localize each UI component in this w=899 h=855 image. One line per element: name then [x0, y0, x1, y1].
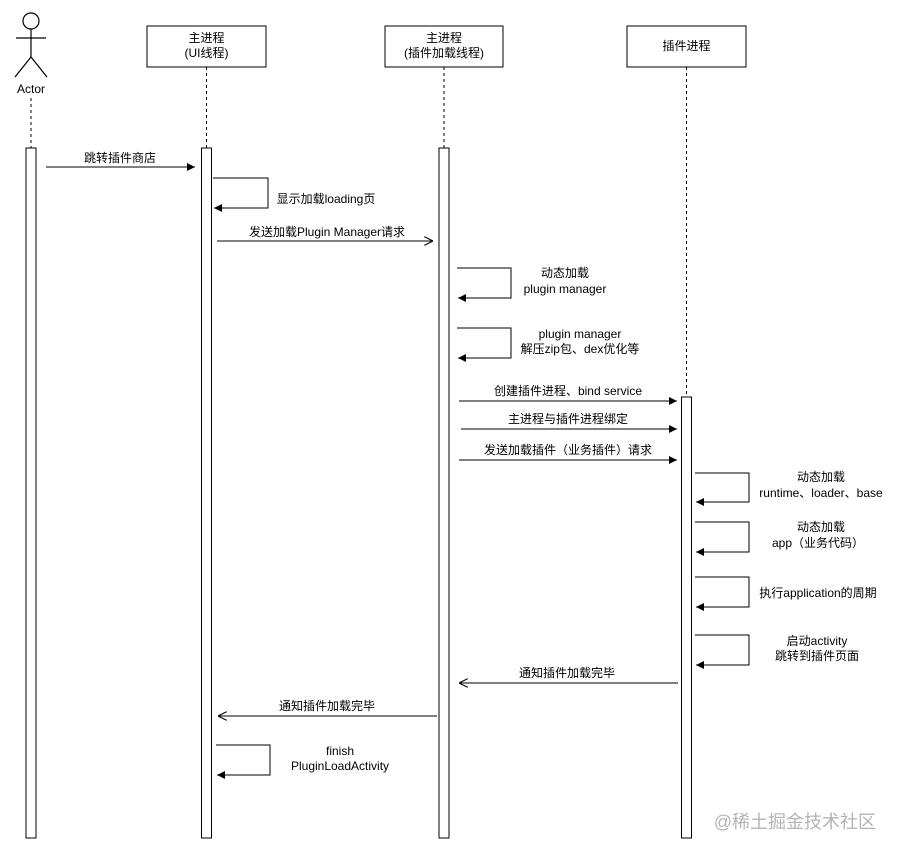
message-m11-label: 执行application的周期 — [759, 585, 876, 600]
actor-figure — [14, 12, 48, 78]
message-m5-label-line-2: 解压zip包、dex优化等 — [521, 342, 640, 356]
activation-plugin — [681, 396, 692, 839]
message-m7-label: 主进程与插件进程绑定 — [508, 411, 628, 426]
message-m9-label-line-1: 动态加载 — [797, 470, 845, 484]
message-m10-arrow — [695, 521, 750, 556]
message-m8-label: 发送加载插件（业务插件）请求 — [484, 442, 652, 457]
message-m11-arrow — [695, 576, 750, 611]
participant-ui-line-1: 主进程 — [188, 30, 224, 45]
message-m14-label: 通知插件加载完毕 — [279, 698, 375, 713]
message-m4-label-line-2: plugin manager — [524, 282, 607, 296]
activation-loader — [438, 147, 450, 839]
message-m10-label-line-1: 动态加载 — [797, 520, 845, 534]
actor-label: Actor — [17, 82, 45, 96]
message-m15-label-line-1: finish — [326, 744, 354, 758]
message-m10-label-line-2: app（业务代码） — [772, 535, 864, 550]
message-m13-label: 通知插件加载完毕 — [519, 665, 615, 680]
message-m12-label-line-2: 跳转到插件页面 — [775, 648, 859, 663]
participant-ui-line-2: (UI线程) — [185, 45, 229, 60]
activation-ui — [201, 147, 212, 839]
message-m15-arrow — [216, 744, 271, 779]
message-m1-label: 跳转插件商店 — [84, 150, 156, 165]
participant-loader-line-1: 主进程 — [426, 30, 462, 45]
watermark: @稀土掘金技术社区 — [714, 812, 876, 832]
message-m9-arrow — [695, 472, 750, 506]
message-m6-label: 创建插件进程、bind service — [494, 383, 642, 398]
participant-loader: 主进程 (插件加载线程) — [384, 25, 504, 68]
participant-plugin-line-1: 插件进程 — [662, 38, 710, 53]
message-m4-arrow — [457, 267, 512, 302]
message-m9-label-line-2: runtime、loader、base — [759, 486, 883, 500]
participant-loader-line-2: (插件加载线程) — [404, 45, 484, 60]
message-m12-arrow — [695, 634, 750, 669]
message-m2-label: 显示加载loading页 — [277, 192, 376, 206]
message-m5-label-line-1: plugin manager — [539, 327, 622, 341]
participant-plugin: 插件进程 — [626, 25, 747, 68]
message-m2-arrow — [213, 177, 269, 212]
message-m5-arrow — [457, 327, 512, 362]
message-m3-label: 发送加载Plugin Manager请求 — [249, 224, 405, 239]
message-m15-label-line-2: PluginLoadActivity — [291, 759, 389, 773]
activation-actor — [25, 147, 37, 839]
message-m12-label-line-1: 启动activity — [787, 634, 848, 648]
participant-ui: 主进程 (UI线程) — [146, 25, 267, 68]
message-m4-label-line-1: 动态加载 — [541, 266, 589, 280]
